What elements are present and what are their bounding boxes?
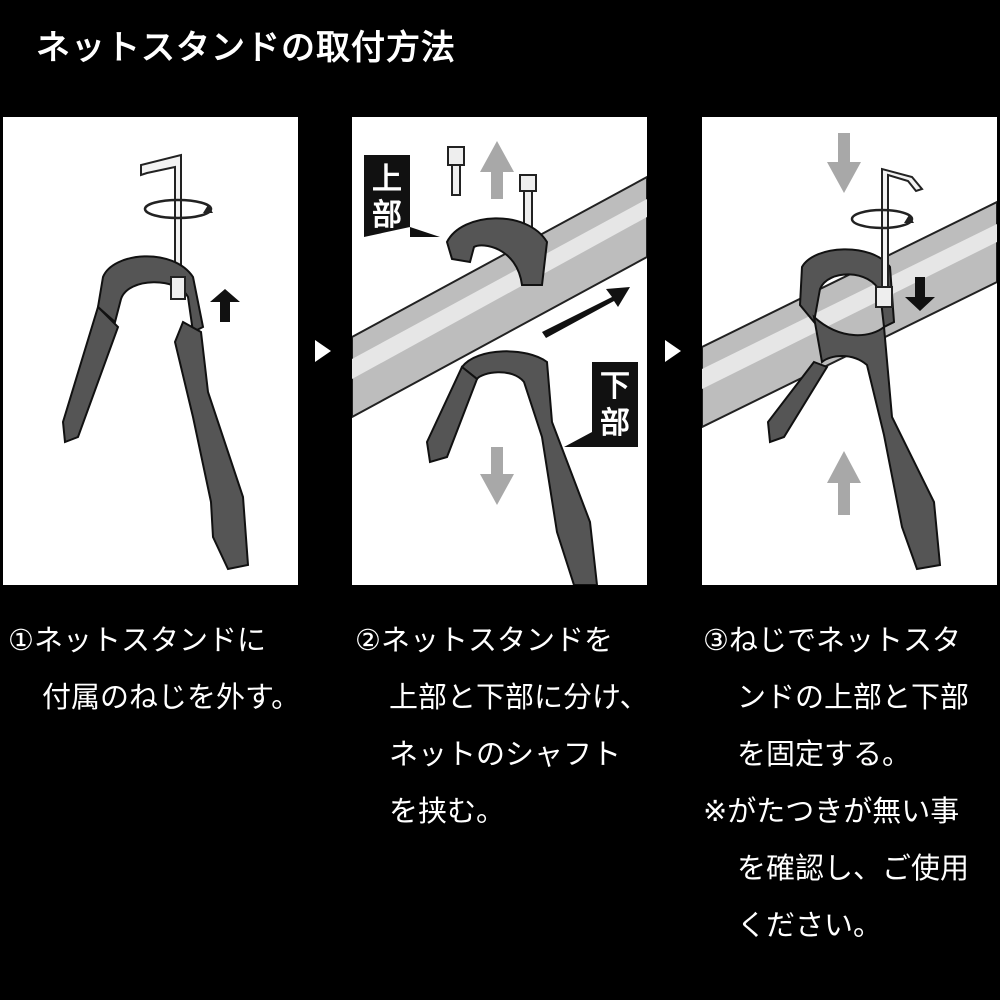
net-shaft-pipe <box>702 200 997 429</box>
step-3-drawing <box>702 133 997 571</box>
step-1-line-1: ①ネットスタンドに <box>8 623 266 657</box>
step-1-line-2: 付属のねじを外す。 <box>42 680 301 714</box>
step-2-line-1: ②ネットスタンドを <box>355 623 613 657</box>
upper-label: 上 部 <box>364 155 440 237</box>
step-1-illustration <box>3 117 298 585</box>
up-gray-arrow-icon <box>480 141 514 199</box>
step-2-drawing: 上 部 下 部 <box>352 141 647 585</box>
page-title: ネットスタンドの取付方法 <box>36 28 456 68</box>
step-3-line-3: を固定する。 <box>737 737 912 771</box>
direction-arrow-icon <box>542 287 630 338</box>
step-3-line-5: を確認し、ご使用 <box>737 851 970 885</box>
stand-body <box>61 255 250 571</box>
net-shaft-pipe <box>352 175 647 419</box>
step-3-line-2: ンドの上部と下部 <box>737 680 970 714</box>
hex-key <box>881 167 924 288</box>
step-2-line-3: ネットのシャフト <box>389 737 622 771</box>
rotation-arrow <box>850 208 914 230</box>
next-step-arrow-icon <box>665 340 681 362</box>
down-arrow-icon <box>905 277 935 311</box>
upper-clamp-part <box>445 217 549 286</box>
bolt-right <box>519 174 537 230</box>
step-2-line-4: を挟む。 <box>389 794 506 828</box>
step-3-line-6: ください。 <box>737 908 883 942</box>
step-2-illustration: 上 部 下 部 <box>352 117 647 585</box>
step-3-line-1: ③ねじでネットスタ <box>703 623 961 657</box>
step-1-drawing <box>61 153 250 571</box>
rotation-arrow <box>143 198 213 220</box>
down-gray-arrow-icon <box>827 133 861 193</box>
up-gray-arrow-icon <box>827 451 861 515</box>
step-1-caption: ①ネットスタンドに 付属のねじを外す。 <box>8 612 308 726</box>
lower-stand-part <box>425 350 599 585</box>
stand-body <box>766 248 942 571</box>
lower-label-char-1: 下 <box>600 369 630 404</box>
step-3-line-4: ※がたつきが無い事 <box>703 794 960 828</box>
lower-label: 下 部 <box>564 362 638 447</box>
step-2-line-2: 上部と下部に分け、 <box>389 680 649 714</box>
bolt-left <box>447 146 465 196</box>
down-gray-arrow-icon <box>480 447 514 505</box>
up-arrow-icon <box>210 289 240 322</box>
step-3-caption: ③ねじでネットスタ ンドの上部と下部 を固定する。 ※がたつきが無い事 を確認し… <box>703 612 993 954</box>
upper-label-char-2: 部 <box>372 198 402 233</box>
lower-label-char-2: 部 <box>600 406 630 441</box>
next-step-arrow-icon <box>315 340 331 362</box>
step-2-caption: ②ネットスタンドを 上部と下部に分け、 ネットのシャフト を挟む。 <box>355 612 655 840</box>
step-3-illustration <box>702 117 997 585</box>
upper-label-char-1: 上 <box>372 162 402 197</box>
